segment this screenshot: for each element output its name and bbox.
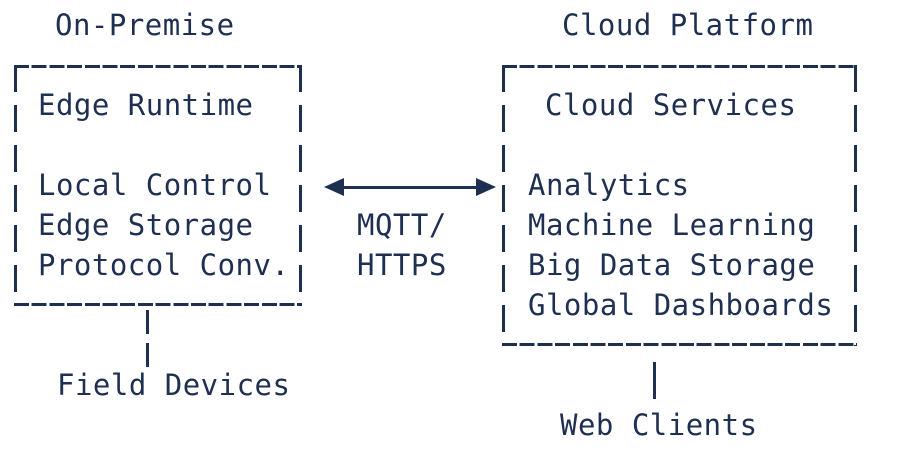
on-premise-item-protocol-conv: Protocol Conv. xyxy=(38,248,290,282)
on-premise-box xyxy=(14,65,302,306)
web-clients-connector-line xyxy=(653,362,656,399)
cloud-platform-title: Cloud Platform xyxy=(562,8,814,42)
protocol-label-mqtt: MQTT/ xyxy=(357,208,447,242)
on-premise-item-local-control: Local Control xyxy=(38,168,272,202)
on-premise-item-edge-storage: Edge Storage xyxy=(38,208,254,242)
cloud-item-analytics: Analytics xyxy=(528,168,690,202)
cloud-item-global-dashboards: Global Dashboards xyxy=(528,288,834,322)
arrow-shaft xyxy=(340,186,480,189)
protocol-label-https: HTTPS xyxy=(357,248,447,282)
field-devices-connector-line xyxy=(146,310,149,367)
arrow-east-head-icon xyxy=(476,178,496,196)
on-premise-title: On-Premise xyxy=(55,8,235,42)
web-clients-label: Web Clients xyxy=(560,408,758,442)
cloud-platform-box xyxy=(502,65,857,346)
cloud-item-machine-learning: Machine Learning xyxy=(528,208,816,242)
cloud-item-big-data-storage: Big Data Storage xyxy=(528,248,816,282)
field-devices-label: Field Devices xyxy=(57,368,291,402)
arrow-west-head-icon xyxy=(324,178,344,196)
edge-runtime-header: Edge Runtime xyxy=(38,88,254,122)
cloud-services-header: Cloud Services xyxy=(545,88,797,122)
